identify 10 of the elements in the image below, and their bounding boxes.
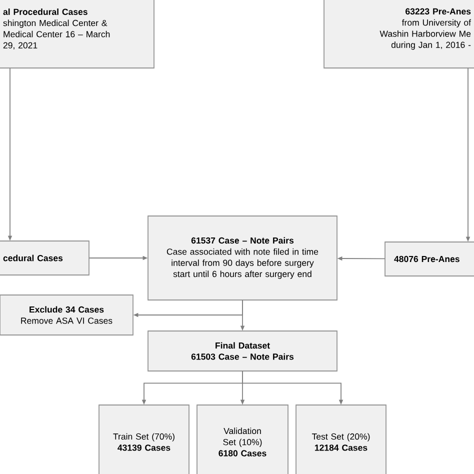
source-box: 63223 Pre-Anes from University of Washin Harborview Me during Jan 1, 2016 - <box>324 0 474 68</box>
split-box: Validation Set (10%) 6180 Cases <box>196 404 288 474</box>
process-box: 48076 Pre-Anes <box>384 242 474 276</box>
split-box: Train Set (70%) 43139 Cases <box>98 404 190 474</box>
process-box: cedural Cases <box>0 240 90 276</box>
source-box: al Procedural Cases shington Medical Center & Medical Center 16 – March 29, 2021 <box>0 0 154 68</box>
process-box: Final Dataset 61503 Case – Note Pairs <box>148 330 338 372</box>
split-box: Test Set (20%) 12184 Cases <box>296 404 386 474</box>
exclusion-box: Exclude 34 Cases Remove ASA VI Cases <box>0 294 134 336</box>
process-box: 61537 Case – Note Pairs Case associated with note filed in time interval from 90 days before surgery start until 6 hours after surgery end <box>148 216 338 300</box>
